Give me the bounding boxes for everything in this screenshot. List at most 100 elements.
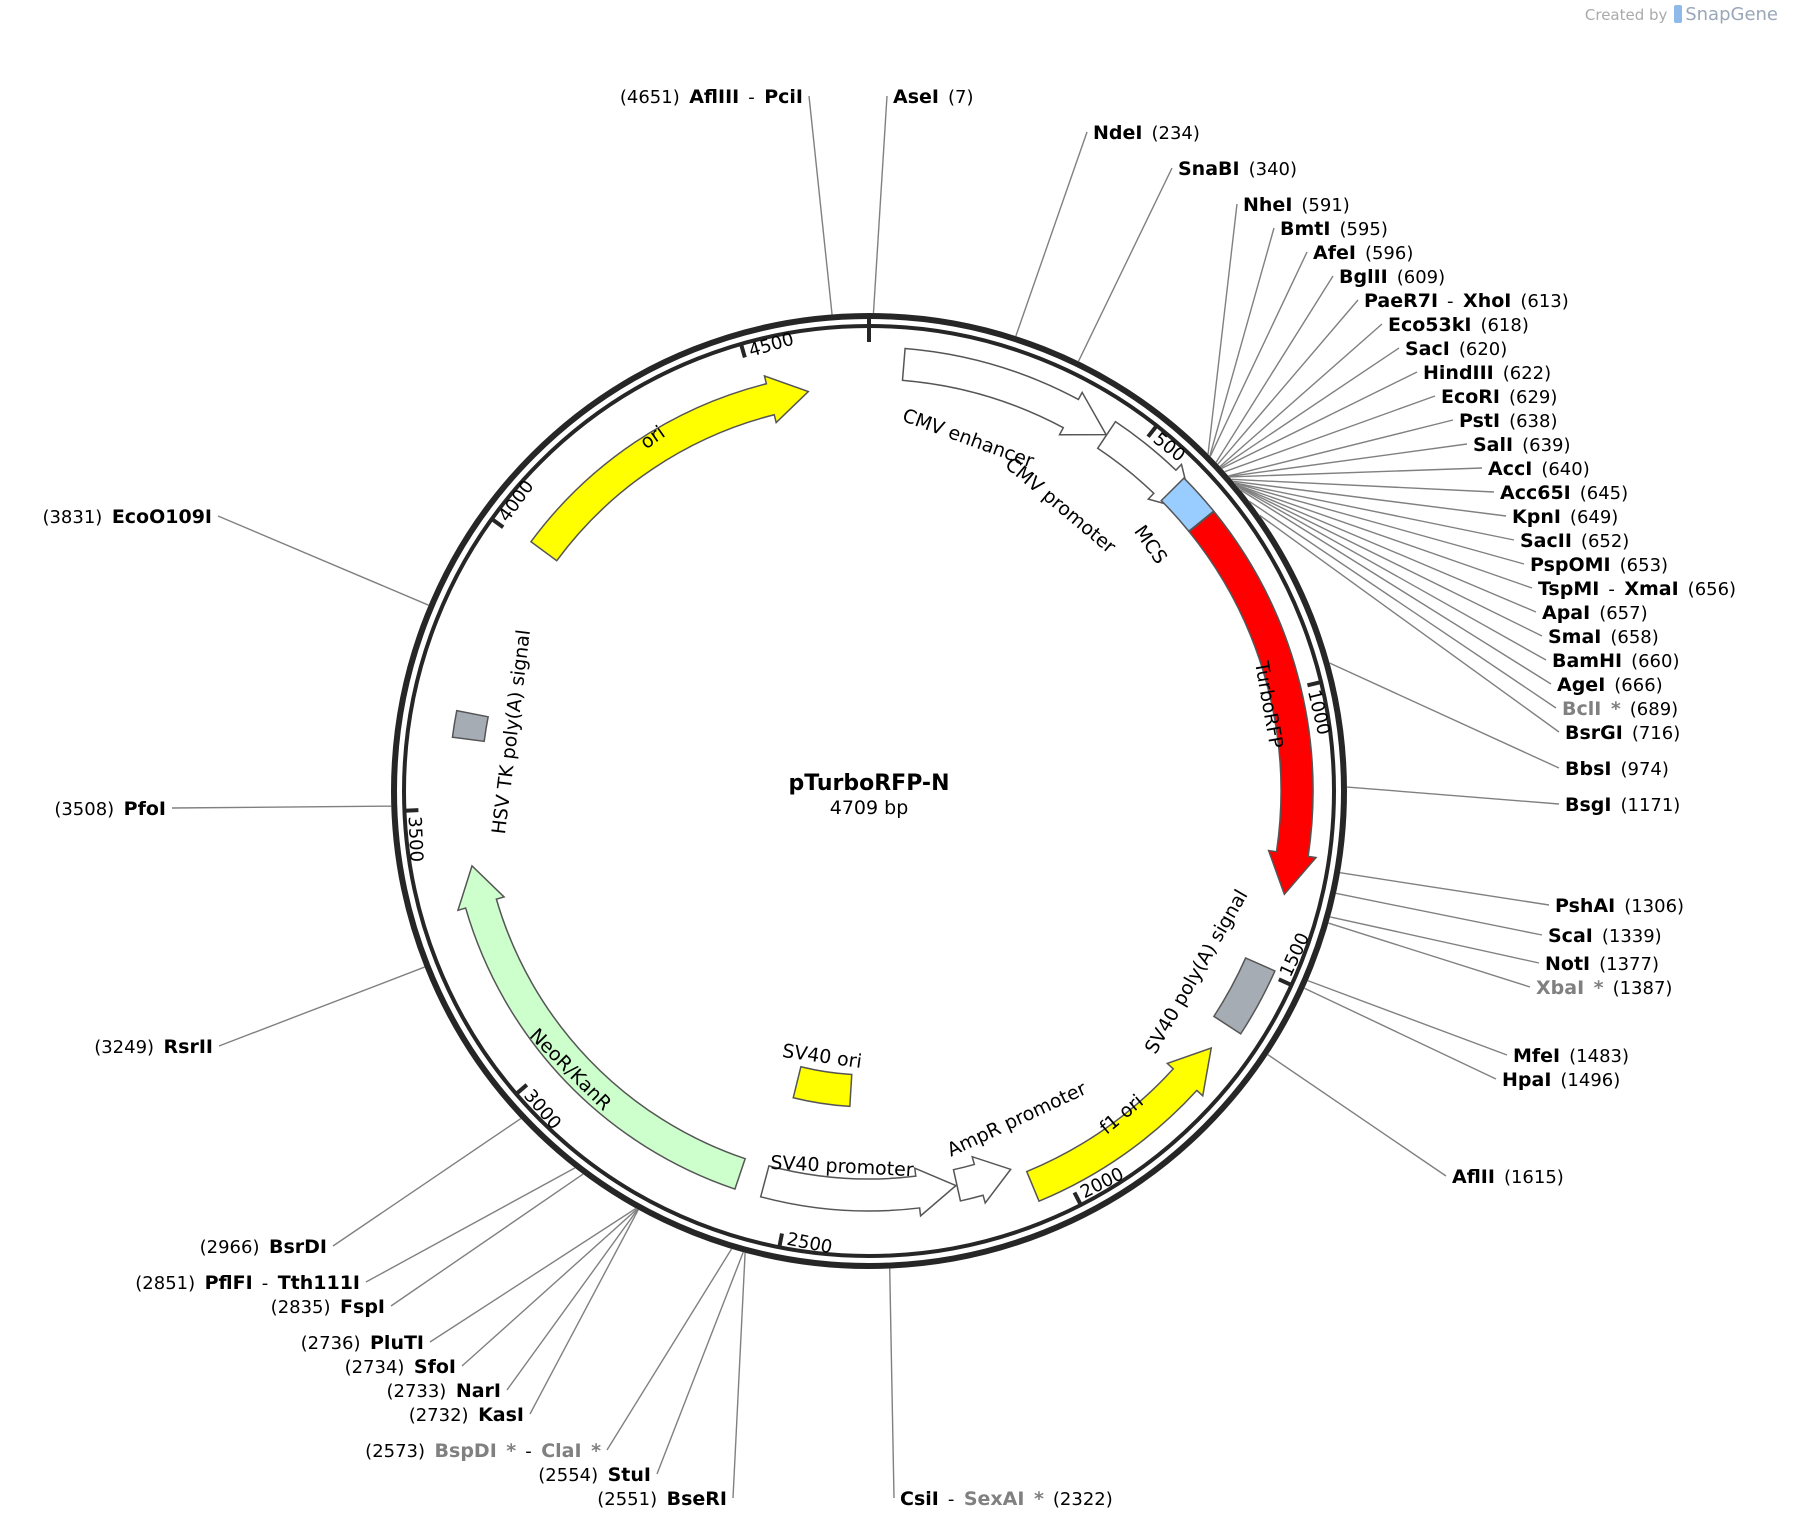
- enzyme-line-nhei: [1207, 203, 1238, 455]
- enzyme-kpni-part-0: KpnI: [1512, 506, 1561, 528]
- enzyme-line-bglii: [1215, 275, 1334, 463]
- enzyme-bspdi-part-5: *: [582, 1440, 602, 1462]
- enzyme-label-scai: ScaI (1339): [1548, 925, 1662, 947]
- enzyme-nhei-part-1: (591): [1292, 195, 1349, 216]
- enzyme-aflii-part-0: AflII: [1452, 1166, 1495, 1188]
- enzyme-line-pshai: [1339, 872, 1550, 906]
- enzyme-rsrii-part-1: RsrII: [154, 1036, 213, 1058]
- feature-label-cmv-promoter: CMV promoter: [1001, 453, 1120, 558]
- enzyme-label-xbai: XbaI * (1387): [1536, 977, 1672, 999]
- snapgene-logo-icon: [1674, 5, 1683, 23]
- enzyme-hindiii-part-1: (622): [1494, 363, 1551, 384]
- enzyme-ecori-part-1: (629): [1500, 387, 1557, 408]
- enzyme-line-snabi: [1077, 167, 1173, 362]
- enzyme-pflfi-part-1: PflFI: [195, 1272, 253, 1294]
- tick-label-4000: 4000: [495, 476, 539, 525]
- enzyme-sacii-part-1: (652): [1572, 531, 1629, 552]
- feature-neor-kanr: [456, 864, 747, 1190]
- enzyme-hpai-part-0: HpaI: [1502, 1069, 1551, 1091]
- enzyme-bseri-part-0: (2551): [597, 1489, 657, 1510]
- enzyme-label-acci: AccI (640): [1488, 458, 1590, 480]
- enzyme-line-aflii: [1267, 1054, 1447, 1177]
- enzyme-line-hindiii: [1221, 371, 1418, 470]
- enzyme-line-sacii: [1234, 482, 1515, 541]
- enzyme-pfoi-part-0: (3508): [54, 799, 114, 820]
- enzyme-line-fspi: [390, 1173, 584, 1307]
- enzyme-csii-part-0: CsiI: [900, 1488, 939, 1510]
- enzyme-line-mfei: [1307, 979, 1508, 1056]
- enzyme-label-psti: PstI (638): [1459, 410, 1557, 432]
- feature-label-hsv-tk-poly-a-signal: HSV TK poly(A) signal: [488, 628, 535, 835]
- enzyme-line-kasi: [529, 1209, 639, 1415]
- enzyme-pspomi-part-0: PspOMI: [1530, 554, 1611, 576]
- enzyme-leader-lines: [171, 95, 1560, 1499]
- enzyme-pflfi-part-3: Tth111I: [268, 1272, 360, 1294]
- enzyme-bspdi-part-4: ClaI: [532, 1440, 582, 1462]
- enzyme-line-paer7i: [1217, 299, 1359, 465]
- enzyme-ndei-part-1: (234): [1142, 123, 1199, 144]
- enzyme-hpai-part-1: (1496): [1551, 1070, 1620, 1091]
- enzyme-label-stui: (2554) StuI: [538, 1464, 651, 1486]
- enzyme-ndei-part-0: NdeI: [1093, 122, 1142, 144]
- enzyme-nari-part-0: (2733): [386, 1381, 446, 1402]
- enzyme-csii-part-4: (2322): [1044, 1489, 1113, 1510]
- enzyme-line-bamhi: [1237, 486, 1547, 661]
- enzyme-label-saci: SacI (620): [1405, 338, 1507, 360]
- enzyme-eco53ki-part-0: Eco53kI: [1388, 314, 1471, 336]
- enzyme-label-rsrii: (3249) RsrII: [94, 1036, 213, 1058]
- enzyme-line-psti: [1228, 419, 1454, 477]
- enzyme-label-acc65i: Acc65I (645): [1500, 482, 1628, 504]
- enzyme-line-tspmi: [1235, 484, 1533, 589]
- enzyme-label-noti: NotI (1377): [1545, 953, 1659, 975]
- credit-prefix: Created by: [1584, 6, 1668, 24]
- enzyme-afliii-part-2: -: [739, 87, 755, 108]
- enzyme-stui-part-1: StuI: [598, 1464, 651, 1486]
- enzyme-bsrdi-part-0: (2966): [200, 1237, 260, 1258]
- enzyme-bsrgi-part-1: (716): [1623, 723, 1680, 744]
- enzyme-agei-part-0: AgeI: [1557, 674, 1605, 696]
- enzyme-sacii-part-0: SacII: [1520, 530, 1572, 552]
- enzyme-line-acc65i: [1231, 478, 1495, 493]
- enzyme-line-afliii: [808, 95, 833, 315]
- enzyme-smai-part-1: (658): [1601, 627, 1658, 648]
- tick-mark-3000: [514, 1083, 529, 1096]
- enzyme-line-pflfi: [365, 1167, 576, 1283]
- enzyme-label-afliii: (4651) AflIII - PciI: [620, 86, 803, 108]
- enzyme-bsrdi-part-1: BsrDI: [259, 1236, 327, 1258]
- enzyme-bcli-part-2: (689): [1621, 699, 1678, 720]
- enzyme-apai-part-1: (657): [1590, 603, 1647, 624]
- enzyme-kasi-part-1: KasI: [469, 1404, 524, 1426]
- enzyme-ecori-part-0: EcoRI: [1441, 386, 1500, 408]
- enzyme-label-pshai: PshAI (1306): [1555, 895, 1684, 917]
- enzyme-label-csii: CsiI - SexAI * (2322): [900, 1488, 1113, 1510]
- enzyme-pfoi-part-1: PfoI: [114, 798, 166, 820]
- enzyme-acc65i-part-0: Acc65I: [1500, 482, 1571, 504]
- enzyme-noti-part-0: NotI: [1545, 953, 1590, 975]
- enzyme-sali-part-0: SalI: [1473, 434, 1513, 456]
- enzyme-psti-part-0: PstI: [1459, 410, 1500, 432]
- enzyme-label-pfoi: (3508) PfoI: [54, 798, 166, 820]
- enzyme-label-hindiii: HindIII (622): [1423, 362, 1551, 384]
- enzyme-line-bmti: [1209, 227, 1275, 457]
- feature-label-mcs: MCS: [1129, 521, 1171, 568]
- enzyme-label-pluti: (2736) PluTI: [301, 1332, 424, 1354]
- enzyme-pshai-part-1: (1306): [1615, 896, 1684, 917]
- enzyme-line-csii: [889, 1268, 895, 1499]
- enzyme-tspmi-part-0: TspMI: [1538, 578, 1599, 600]
- enzyme-line-saci: [1220, 347, 1400, 469]
- enzyme-label-pspomi: PspOMI (653): [1530, 554, 1668, 576]
- enzyme-line-bseri: [732, 1252, 746, 1499]
- enzyme-label-bsrdi: (2966) BsrDI: [200, 1236, 327, 1258]
- plasmid-name: pTurboRFP-N: [789, 771, 950, 796]
- enzyme-sfoi-part-1: SfoI: [404, 1356, 456, 1378]
- enzyme-label-asei: AseI (7): [893, 86, 973, 108]
- feature-ori: [529, 374, 810, 562]
- plasmid-title: pTurboRFP-N 4709 bp: [789, 771, 950, 819]
- enzyme-label-tspmi: TspMI - XmaI (656): [1538, 578, 1736, 600]
- credit-brand: SnapGene: [1685, 4, 1778, 25]
- enzyme-pshai-part-0: PshAI: [1555, 895, 1615, 917]
- enzyme-label-sali: SalI (639): [1473, 434, 1571, 456]
- enzyme-pluti-part-0: (2736): [301, 1333, 361, 1354]
- enzyme-paer7i-part-1: -: [1438, 291, 1454, 312]
